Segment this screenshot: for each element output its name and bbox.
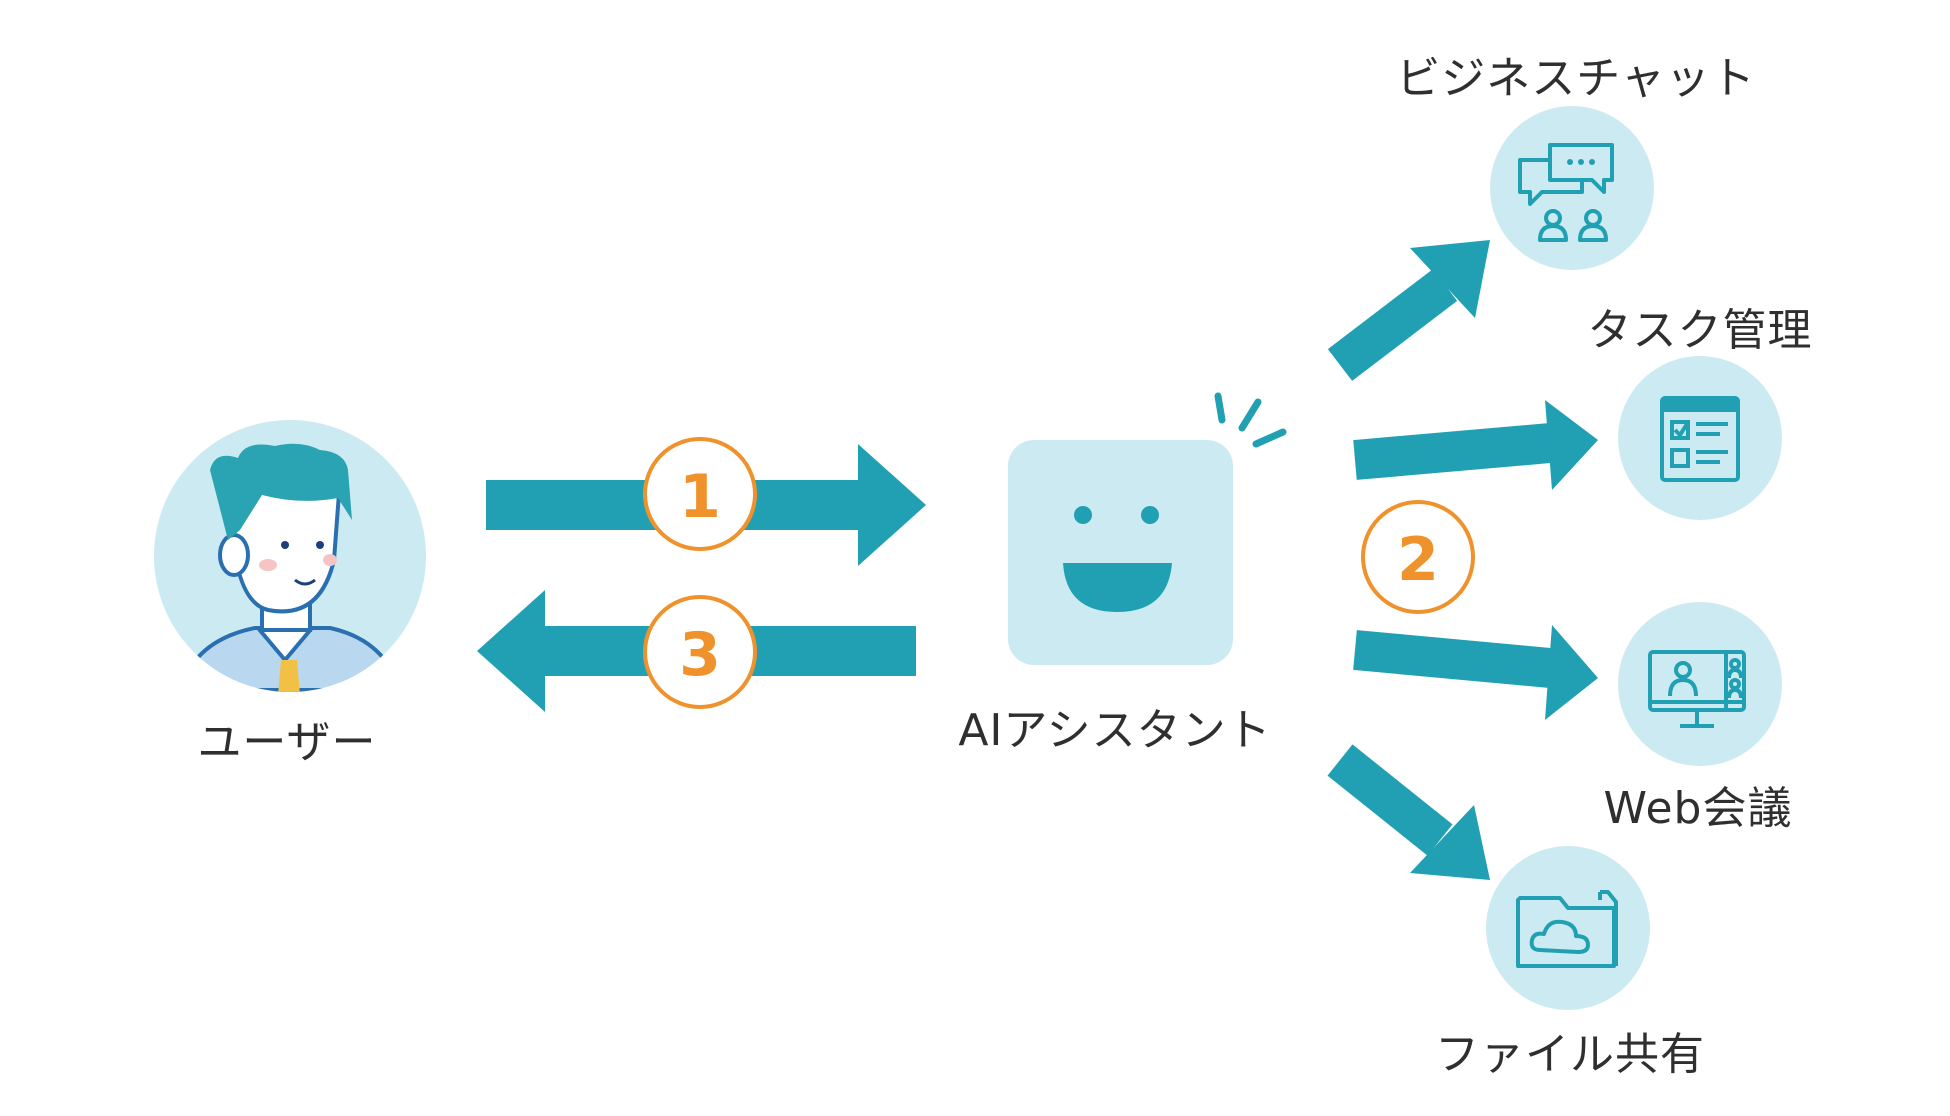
- svg-text:2: 2: [1397, 525, 1439, 595]
- arrow-to-file-sharing: [1327, 744, 1490, 880]
- smiley-assistant-icon: [1008, 440, 1233, 665]
- arrow-to-task-management: [1353, 400, 1598, 490]
- arrow-to-business-chat: [1327, 240, 1490, 381]
- file-sharing-label: ファイル共有: [1435, 1029, 1705, 1080]
- task-checklist-icon: [1618, 356, 1782, 520]
- step-2-badge: 2: [1361, 500, 1475, 614]
- task-management-label: タスク管理: [1587, 305, 1813, 356]
- chat-bubbles-icon: [1490, 106, 1654, 270]
- step-3-badge: 3: [643, 595, 757, 709]
- assistant-label: AIアシスタント: [958, 705, 1272, 756]
- business-chat-label: ビジネスチャット: [1396, 53, 1756, 104]
- sparkle-lines: [1214, 392, 1287, 448]
- user-avatar-icon: [154, 420, 426, 692]
- arrow-to-web-meeting: [1353, 625, 1598, 720]
- svg-text:1: 1: [679, 462, 721, 532]
- cloud-folder-icon: [1486, 846, 1650, 1010]
- web-meeting-label: Web会議: [1603, 783, 1793, 834]
- user-label: ユーザー: [197, 717, 377, 768]
- svg-text:3: 3: [679, 620, 721, 690]
- step-1-badge: 1: [643, 437, 757, 551]
- video-conference-icon: [1618, 602, 1782, 766]
